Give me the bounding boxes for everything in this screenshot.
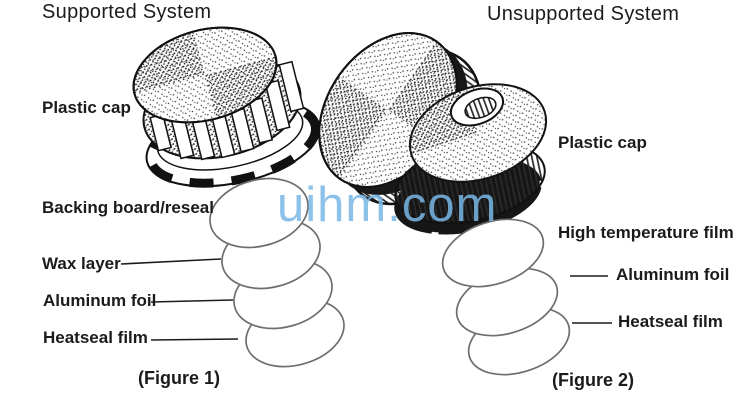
figure1-caption: (Figure 1) (138, 368, 221, 388)
figure1-wax-layer-label: Wax layer (42, 254, 121, 273)
figure1-layer-stack (209, 177, 345, 368)
supported-cap-top-face (132, 26, 278, 124)
figure1-aluminum-foil-label: Aluminum foil (43, 291, 157, 310)
supported-cap-illustration (132, 26, 321, 188)
figure2-hightemp-disc (441, 218, 545, 288)
figure1-backing-disc (209, 177, 309, 249)
leader-lines (120, 258, 612, 341)
figure1-plastic-cap-label: Plastic cap (42, 98, 131, 117)
unsupported-cap-base (392, 83, 548, 237)
figure1-backing-board-label: Backing board/reseal (42, 198, 214, 217)
figure2-caption: (Figure 2) (552, 370, 635, 390)
figure2-heatseal-film-label: Heatseal film (618, 312, 723, 331)
unsupported-cap-illustration (318, 32, 548, 237)
figure1-title: Supported System (42, 1, 212, 23)
watermark: uihm.com (277, 178, 498, 232)
figure2-plastic-cap-label: Plastic cap (558, 133, 647, 152)
figure1-heatseal-film-label: Heatseal film (43, 328, 148, 347)
unsupported-cap-spout (449, 87, 505, 127)
figure2-aluminum-foil-label: Aluminum foil (616, 265, 730, 284)
figure2-title: Unsupported System (487, 3, 680, 25)
figure2-high-temp-film-label: High temperature film (558, 223, 734, 242)
figure2-layer-stack (441, 218, 571, 376)
aluminum-foil-leader-line-left (150, 299, 234, 303)
wax-layer-leader-line (120, 258, 222, 265)
heatseal-film-leader-line-left (150, 338, 239, 341)
